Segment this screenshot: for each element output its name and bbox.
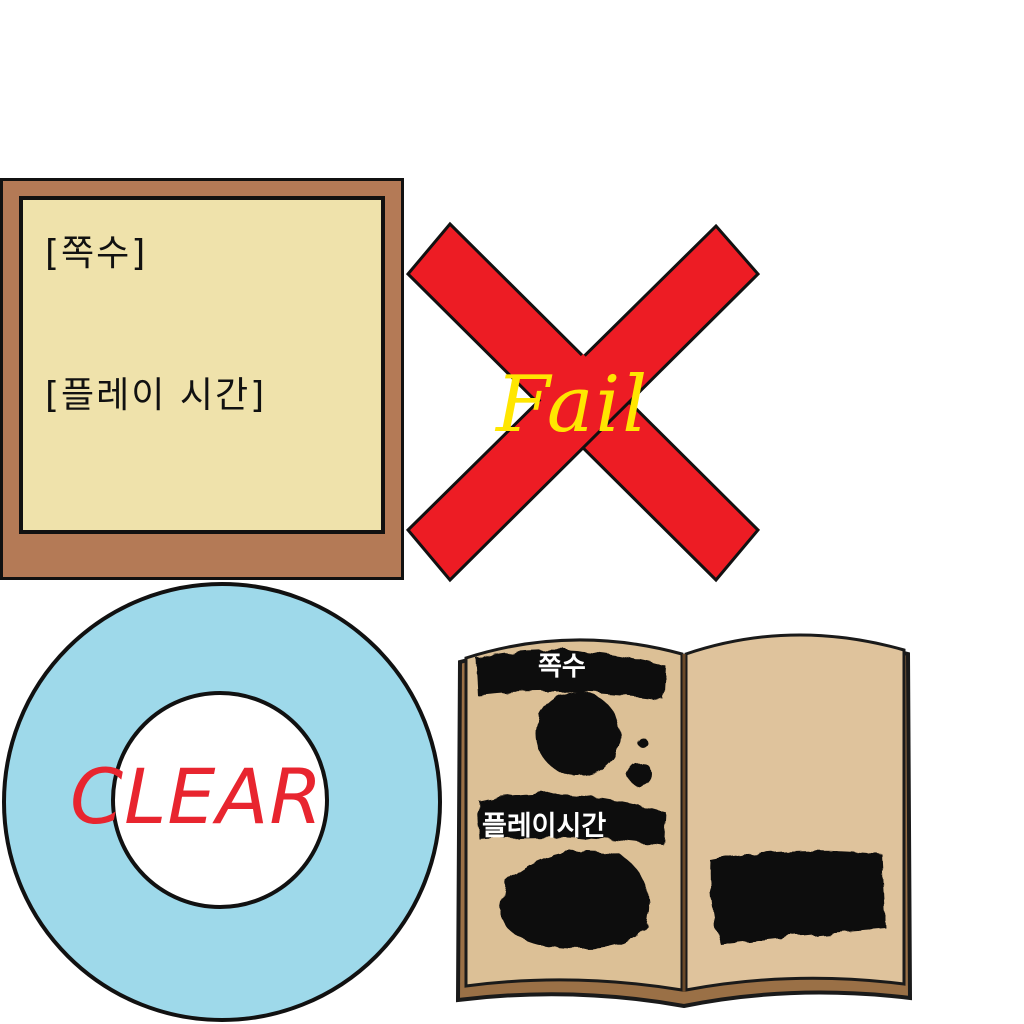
record-book-icon — [455, 633, 913, 1009]
fail-cross-icon — [405, 221, 761, 583]
book-steps-label: 쪽수 — [538, 652, 586, 682]
ink-blot-steps — [536, 692, 620, 776]
clear-text: CLEAR — [70, 752, 324, 841]
ink-block-right — [709, 850, 886, 944]
ink-banner-time — [478, 793, 666, 846]
stats-panel: [쪽수] [플레이 시간] — [19, 196, 385, 534]
clear-ring-icon — [2, 582, 442, 1022]
book-play-time-label: 플레이시간 — [482, 811, 607, 842]
ink-blot-time — [500, 850, 651, 950]
ink-banner-steps — [476, 649, 666, 700]
stats-board: [쪽수] [플레이 시간] — [0, 178, 404, 580]
play-time-label: [플레이 시간] — [45, 375, 267, 416]
fail-text: Fail — [496, 360, 650, 450]
steps-label: [쪽수] — [45, 233, 148, 274]
